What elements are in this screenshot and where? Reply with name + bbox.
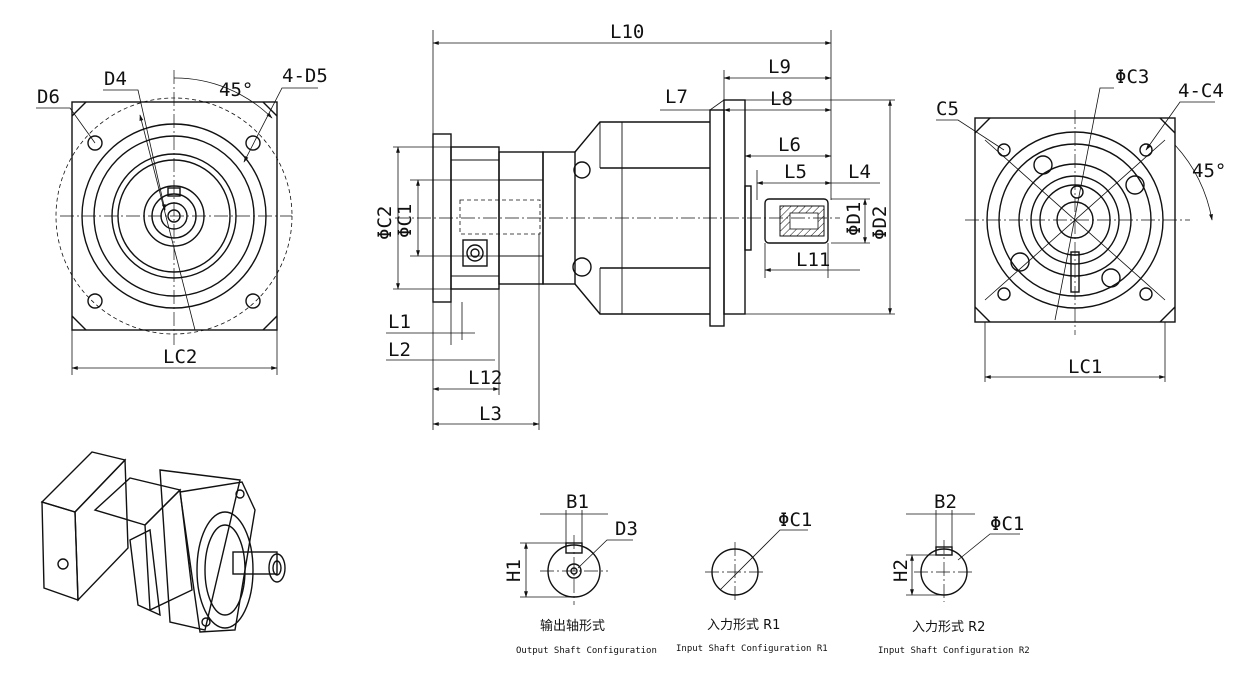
label-l9: L9 [768, 56, 791, 78]
label-l11: L11 [796, 249, 830, 271]
shaft-output-detail: B1 D3 H1 输出轴形式 Output Shaft Configuratio… [503, 491, 657, 656]
caption-r2: 入力形式 R2 [912, 620, 985, 635]
label-l7: L7 [665, 86, 688, 108]
label-l8: L8 [770, 88, 793, 110]
bolt-hole [87, 293, 103, 309]
label-angle-45-right: 45° [1192, 160, 1226, 182]
label-l12: L12 [468, 367, 502, 389]
label-h1: H1 [503, 559, 525, 582]
label-4-c4: 4-C4 [1178, 80, 1224, 102]
label-l3: L3 [479, 403, 502, 425]
right-end-view: ΦC3 C5 4-C4 45° LC1 [936, 66, 1226, 382]
caption-r1-en: Input Shaft Configuration R1 [676, 644, 828, 654]
shaft-r1-detail: ΦC1 入力形式 R1 Input Shaft Configuration R1 [676, 509, 828, 654]
label-l2: L2 [388, 339, 411, 361]
label-h2: H2 [890, 559, 912, 582]
label-d3: D3 [615, 518, 638, 540]
label-angle-45: 45° [219, 79, 253, 101]
label-r2-c1: ΦC1 [990, 513, 1024, 535]
caption-output-shaft-en: Output Shaft Configuration [516, 646, 657, 656]
label-lc2: LC2 [163, 346, 197, 368]
label-l4: L4 [848, 161, 871, 183]
caption-output-shaft: 输出轴形式 [540, 618, 605, 634]
label-b2: B2 [934, 491, 957, 513]
label-r1-c1: ΦC1 [778, 509, 812, 531]
label-l6: L6 [778, 134, 801, 156]
bolt-hole [245, 135, 261, 151]
shaft-r2-detail: B2 ΦC1 H2 入力形式 R2 Input Shaft Configurat… [878, 491, 1030, 656]
bolt-hole [1139, 287, 1153, 301]
label-lc1: LC1 [1068, 356, 1102, 378]
label-c5: C5 [936, 98, 959, 120]
bolt-hole [87, 135, 103, 151]
label-l1: L1 [388, 311, 411, 333]
label-d6: D6 [37, 86, 60, 108]
isometric-view [40, 451, 286, 633]
caption-r1: 入力形式 R1 [707, 618, 780, 633]
label-d1: ΦD1 [843, 202, 865, 236]
label-c3: ΦC3 [1115, 66, 1149, 88]
caption-r2-en: Input Shaft Configuration R2 [878, 646, 1030, 656]
label-b1: B1 [566, 491, 589, 513]
label-l5: L5 [784, 161, 807, 183]
label-4-d5: 4-D5 [282, 65, 328, 87]
label-c1: ΦC1 [394, 204, 416, 238]
label-l10: L10 [610, 21, 644, 43]
label-d4: D4 [104, 68, 127, 90]
bolt-hole [997, 143, 1011, 157]
bolt-hole [245, 293, 261, 309]
label-c2: ΦC2 [374, 206, 396, 240]
bolt-hole [1139, 143, 1153, 157]
side-elevation-view: L10 L9 L8 L7 L6 L5 L4 L11 ΦD1 ΦD2 ΦC2 [374, 21, 895, 430]
label-d2: ΦD2 [869, 206, 891, 240]
bolt-hole [997, 287, 1011, 301]
left-end-view: D6 D4 45° 4-D5 LC2 [36, 65, 328, 375]
